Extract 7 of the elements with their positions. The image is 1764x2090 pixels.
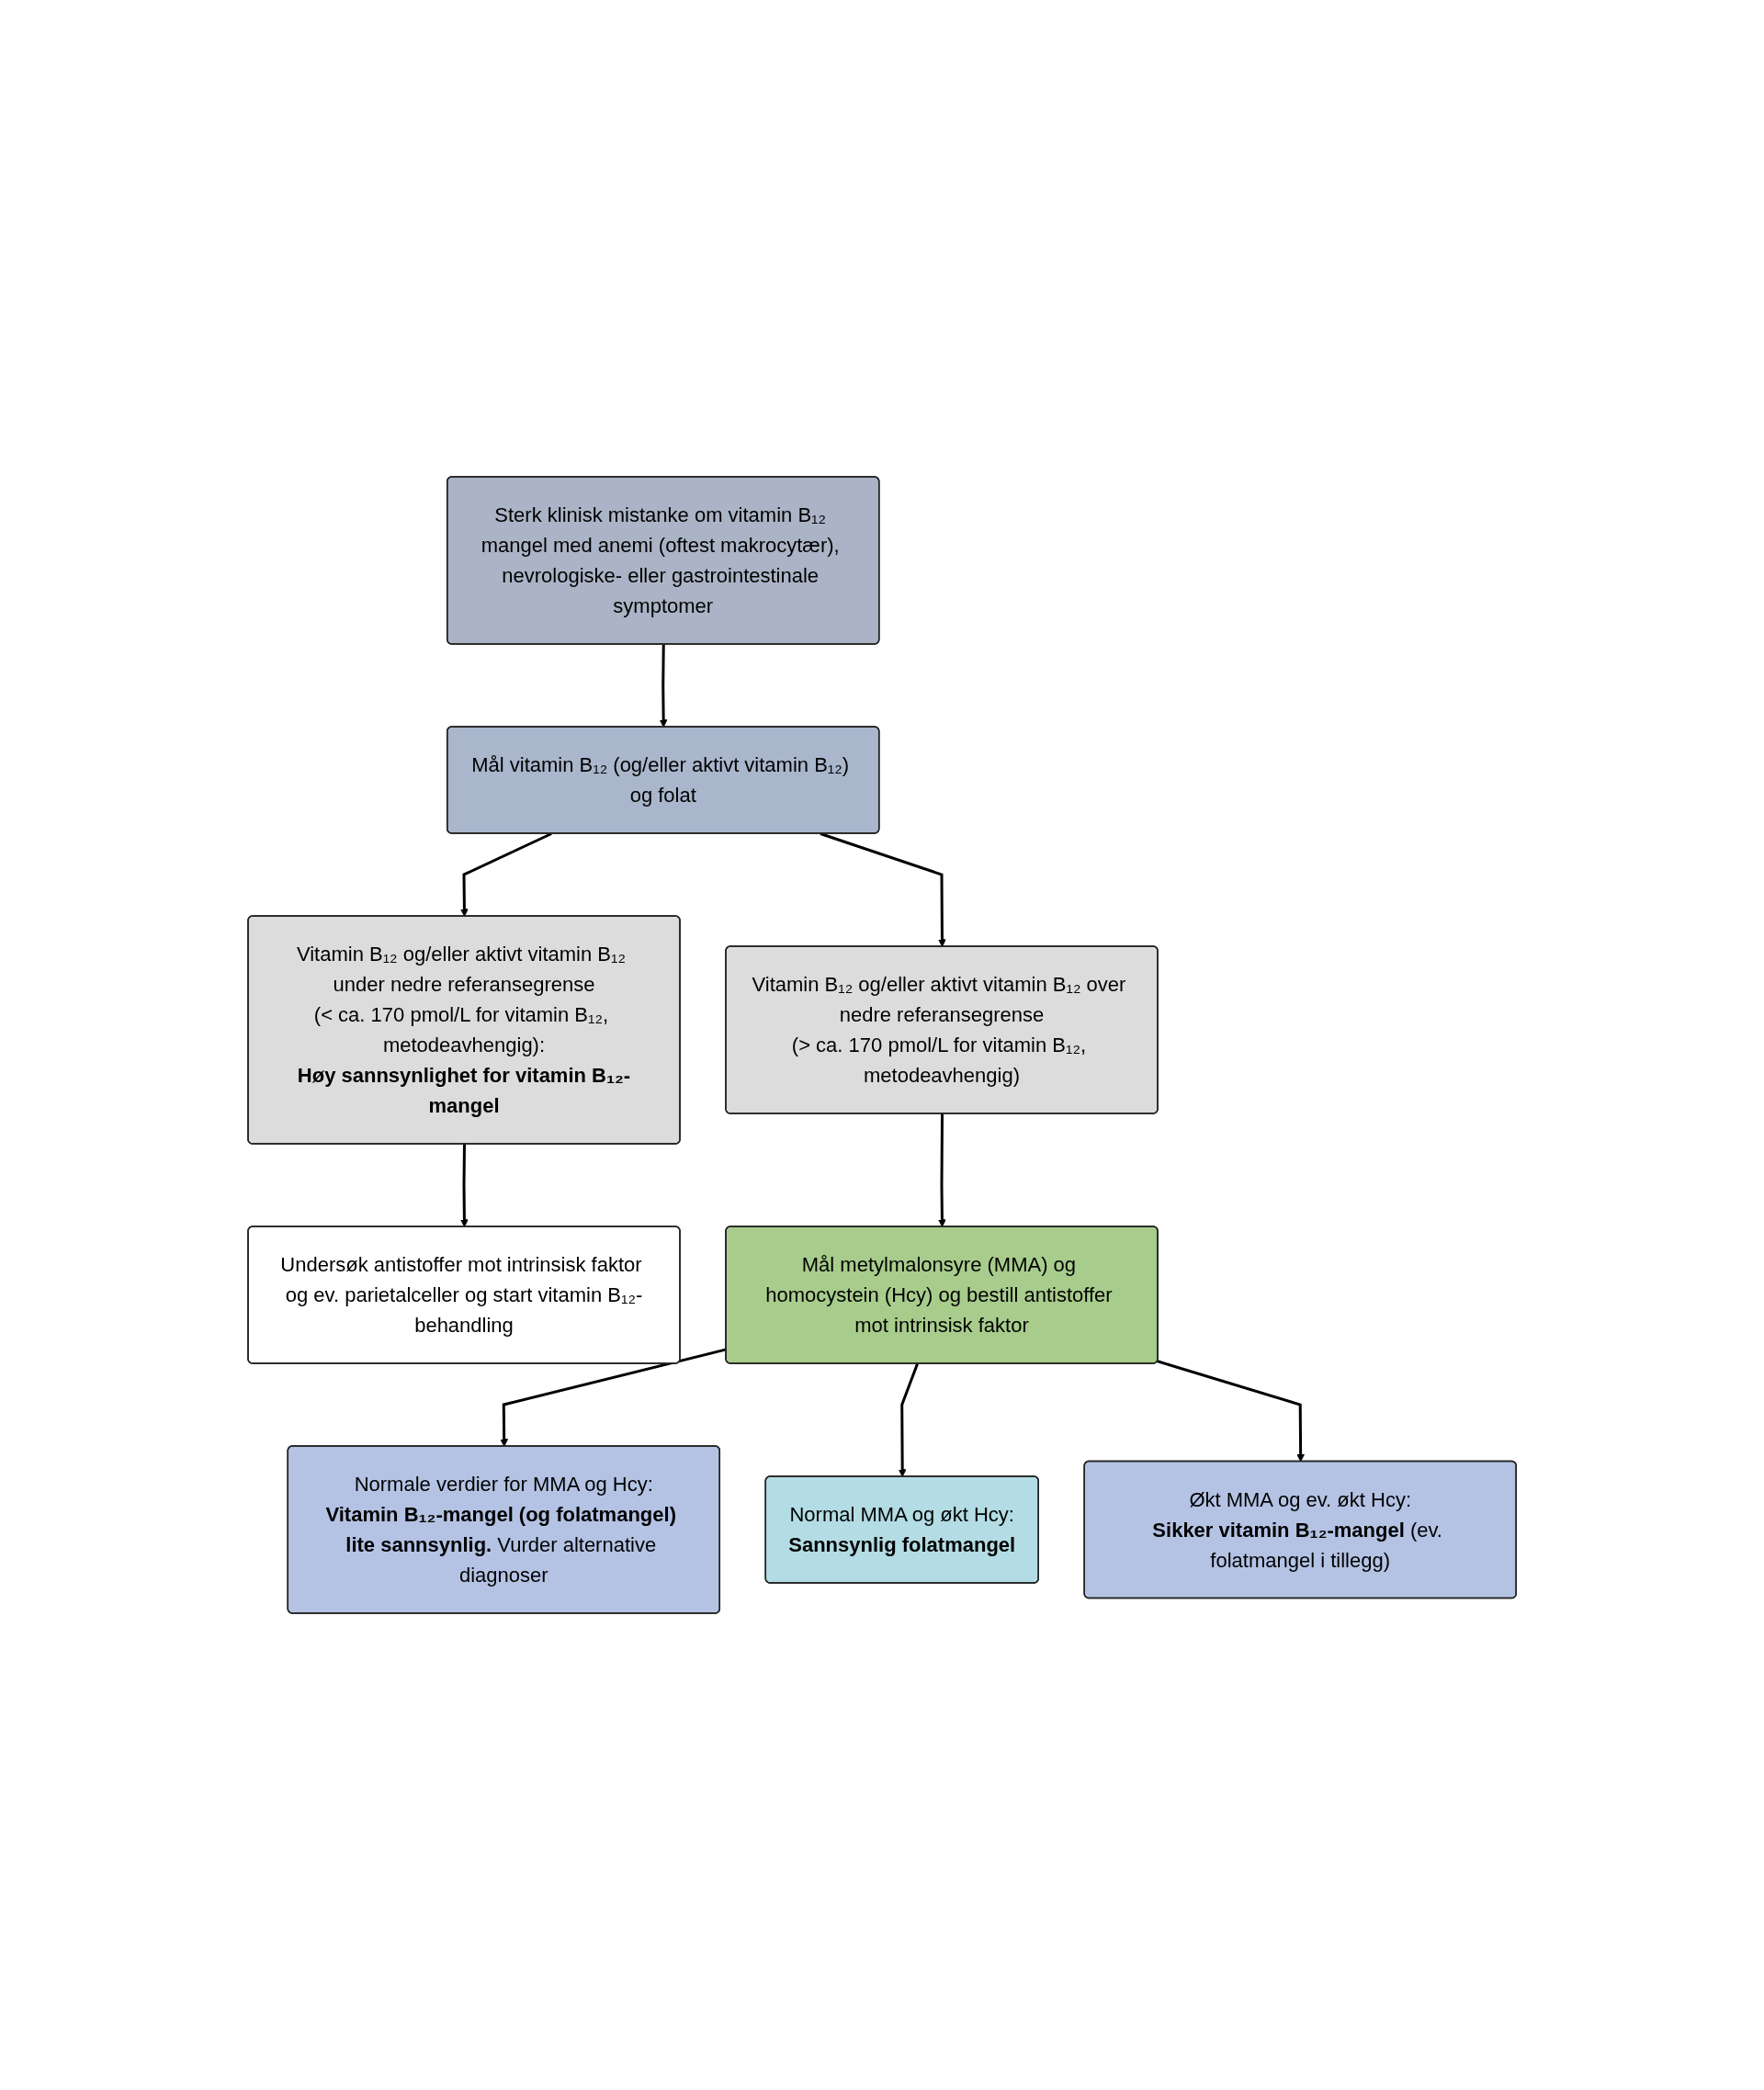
arrow [659,644,668,728]
arrow [1157,1360,1305,1463]
arrow [937,1113,946,1227]
arrow [820,832,946,947]
arrow [459,832,552,917]
arrow [459,1144,469,1227]
arrow [898,1362,919,1477]
